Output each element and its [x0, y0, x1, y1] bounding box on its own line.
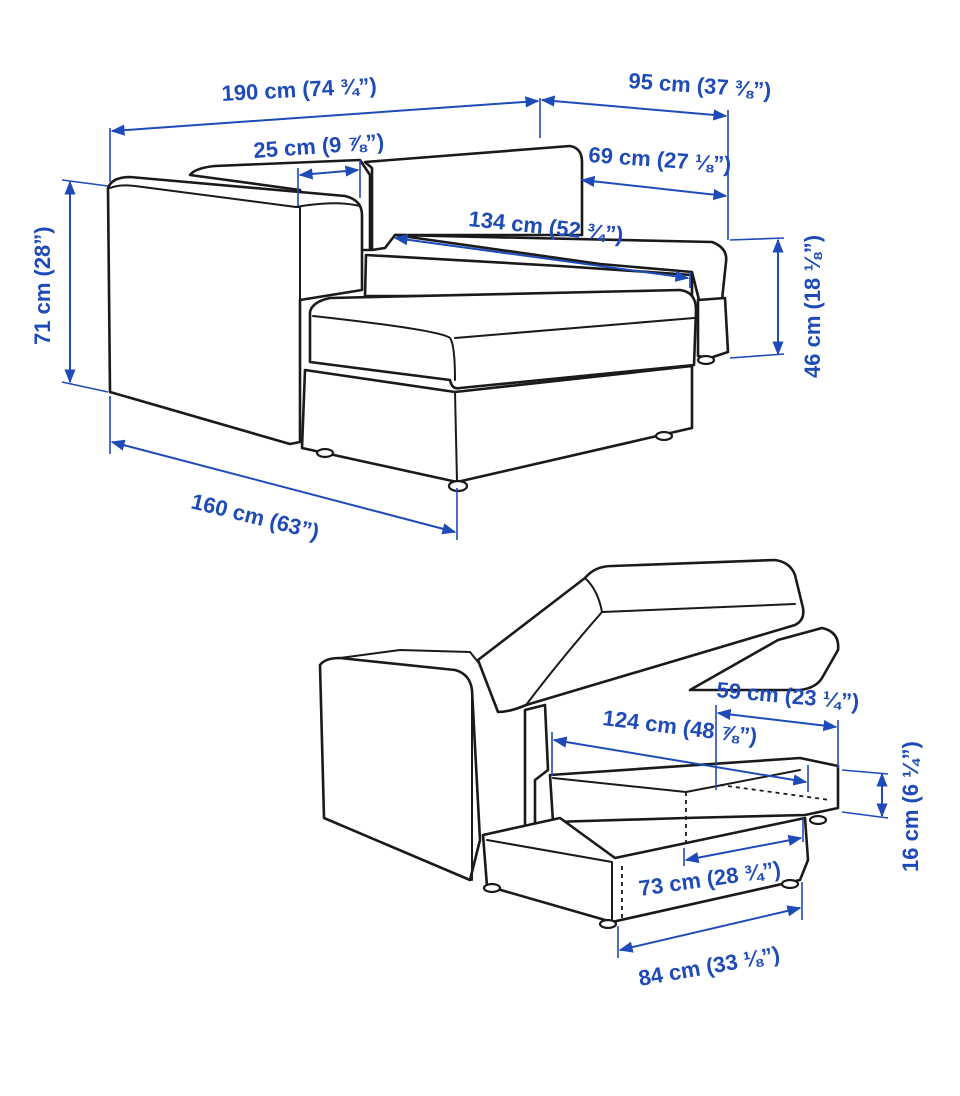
storage-armrest	[318, 656, 482, 882]
dimension-line-95	[540, 95, 728, 121]
storage-frame	[523, 703, 550, 842]
storage-back-cushion	[688, 626, 840, 692]
armrest-back-edge	[339, 649, 479, 663]
label-59: 59 cm (23 ¼”)	[716, 677, 861, 714]
label-16: 16 cm (6 ¼”)	[898, 741, 923, 872]
armrest-top-edge	[295, 202, 361, 208]
label-69: 69 cm (27 ⅛”)	[588, 142, 732, 177]
dimension-line-84	[618, 905, 802, 953]
label-71: 71 cm (28”)	[30, 226, 55, 345]
armrest	[106, 175, 364, 446]
dimension-line-69	[580, 175, 728, 201]
compartment-back	[719, 784, 831, 801]
armrest-edge	[109, 184, 301, 443]
drawer-foot-left	[482, 882, 502, 894]
storage-foot-right	[808, 814, 828, 826]
dimension-line-59	[716, 708, 838, 732]
cushion-seam	[454, 317, 695, 339]
dimension-line-25	[298, 165, 360, 180]
lifted-seat-lid	[476, 558, 805, 714]
dimension-line-73	[684, 834, 803, 864]
drawer-foot-right	[780, 878, 800, 890]
label-124: 124 cm (48 ⅞”)	[601, 705, 758, 749]
lid-corner	[525, 611, 603, 706]
backrest	[363, 144, 584, 252]
rear-foot	[696, 354, 716, 366]
side-foot	[654, 430, 674, 442]
dimension-line-160	[110, 439, 457, 535]
dimension-line-134	[393, 234, 690, 282]
label-160: 160 cm (63”)	[189, 489, 322, 545]
front-foot	[447, 479, 469, 493]
label-25: 25 cm (9 ⅞”)	[253, 129, 385, 163]
drawer-foot	[598, 918, 618, 930]
dimension-line-124	[552, 736, 808, 786]
base-corner	[454, 391, 458, 483]
left-foot	[315, 447, 335, 459]
drawer-edge	[486, 839, 613, 923]
label-84: 84 cm (33 ⅛”)	[637, 941, 782, 990]
dimension-line-190	[110, 96, 540, 136]
label-190: 190 cm (74 ¾”)	[221, 73, 377, 106]
label-46: 46 cm (18 ⅛”)	[800, 235, 825, 378]
chaise-longue-drawing	[106, 144, 730, 493]
rear-seat-base	[696, 296, 730, 360]
chaise-seat-cushion	[308, 288, 698, 390]
cushion-edge	[312, 315, 456, 381]
label-95: 95 cm (37 ⅜”)	[628, 68, 772, 103]
